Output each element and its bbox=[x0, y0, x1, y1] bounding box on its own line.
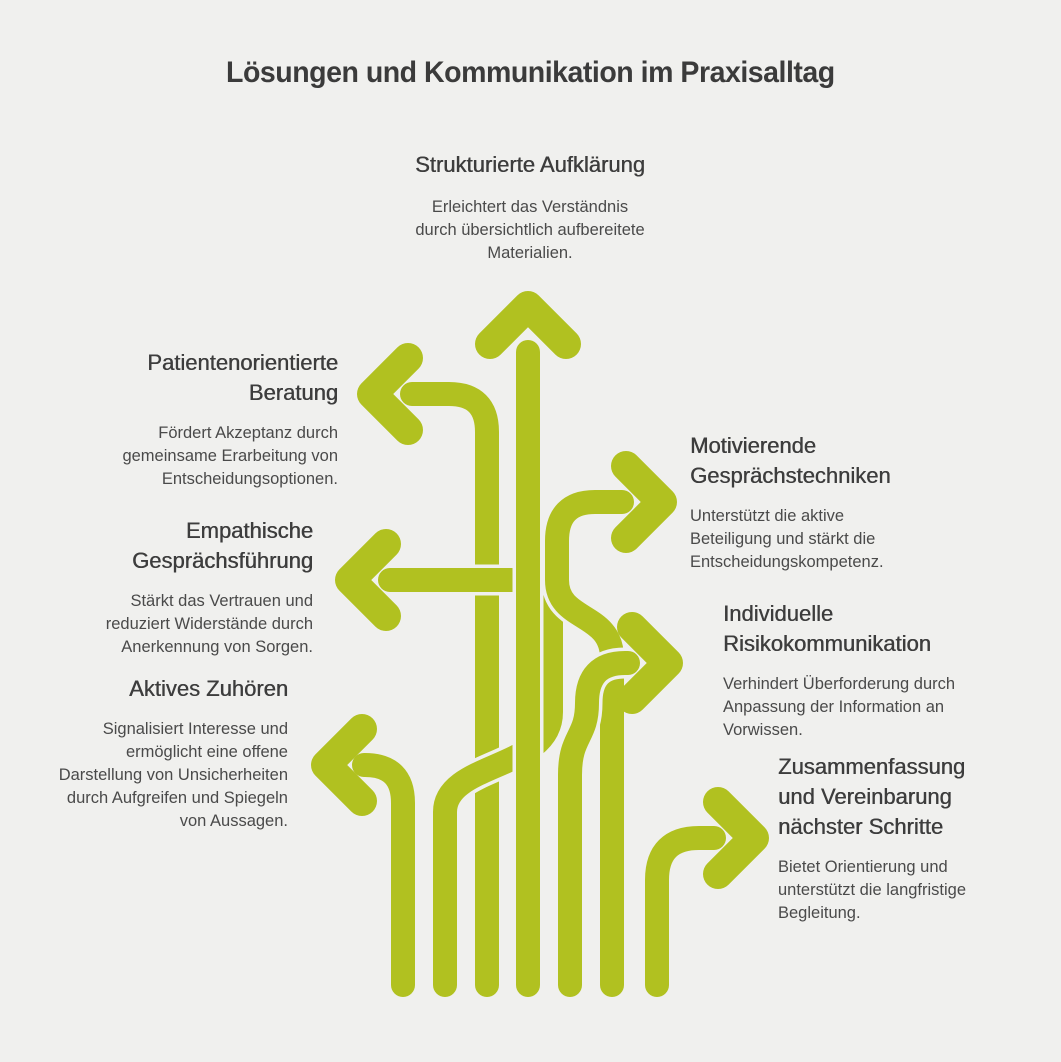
topic-heading: Empathische Gesprächsführung bbox=[132, 518, 313, 573]
topic-heading: Aktives Zuhören bbox=[129, 676, 288, 701]
topic-body: Fördert Akzeptanz durch gemeinsame Erarb… bbox=[122, 424, 338, 488]
topic-patient-oriented-counseling: Patientenorientierte Beratung Fördert Ak… bbox=[98, 348, 338, 491]
arrowhead-left-1-icon bbox=[357, 343, 423, 445]
topic-structured-education: Strukturierte Aufklärung Erleichtert das… bbox=[410, 150, 650, 265]
topic-heading: Individuelle Risikokommunikation bbox=[723, 601, 931, 656]
topic-heading: Motivierende Gesprächstechniken bbox=[690, 433, 891, 488]
arrowhead-right-1-icon bbox=[611, 451, 677, 553]
arrow-right-1 bbox=[541, 451, 677, 1001]
arrow-left-3 bbox=[311, 714, 419, 1001]
topic-motivating-techniques: Motivierende Gesprächstechniken Unterstü… bbox=[690, 431, 902, 574]
topic-body: Unterstützt die aktive Beteiligung und s… bbox=[690, 507, 884, 571]
topic-individual-risk-communication: Individuelle Risikokommunikation Verhind… bbox=[723, 599, 985, 742]
arrowhead-right-2-icon bbox=[617, 612, 683, 714]
arrowhead-right-3-icon bbox=[703, 787, 769, 889]
topic-summary-next-steps: Zusammenfassung und Vereinbarung nächste… bbox=[778, 752, 1003, 925]
topic-body: Bietet Orientierung und unterstützt die … bbox=[778, 858, 967, 922]
arrow-left-1 bbox=[357, 343, 503, 1001]
arrowhead-up-icon bbox=[475, 291, 581, 359]
arrow-right-3 bbox=[641, 787, 769, 1001]
arrow-up bbox=[475, 291, 581, 1001]
page-title: Lösungen und Kommunikation im Praxisallt… bbox=[226, 56, 835, 89]
topic-heading: Zusammenfassung und Vereinbarung nächste… bbox=[778, 754, 966, 839]
arrowhead-left-2-icon bbox=[335, 529, 401, 631]
topic-active-listening: Aktives Zuhören Signalisiert Interesse u… bbox=[38, 674, 288, 833]
topic-heading: Strukturierte Aufklärung bbox=[415, 152, 645, 177]
topic-body: Verhindert Überforderung durch Anpassung… bbox=[723, 675, 956, 739]
arrowhead-left-3-icon bbox=[311, 714, 377, 816]
topic-body: Signalisiert Interesse und ermöglicht ei… bbox=[58, 720, 288, 830]
arrow-right-2 bbox=[554, 612, 683, 1001]
topic-empathic-conversation: Empathische Gesprächsführung Stärkt das … bbox=[73, 516, 313, 659]
topic-body: Erleichtert das Verständnis durch übersi… bbox=[415, 198, 645, 262]
topic-heading: Patientenorientierte Beratung bbox=[147, 350, 338, 405]
topic-body: Stärkt das Vertrauen und reduziert Wider… bbox=[105, 592, 313, 656]
